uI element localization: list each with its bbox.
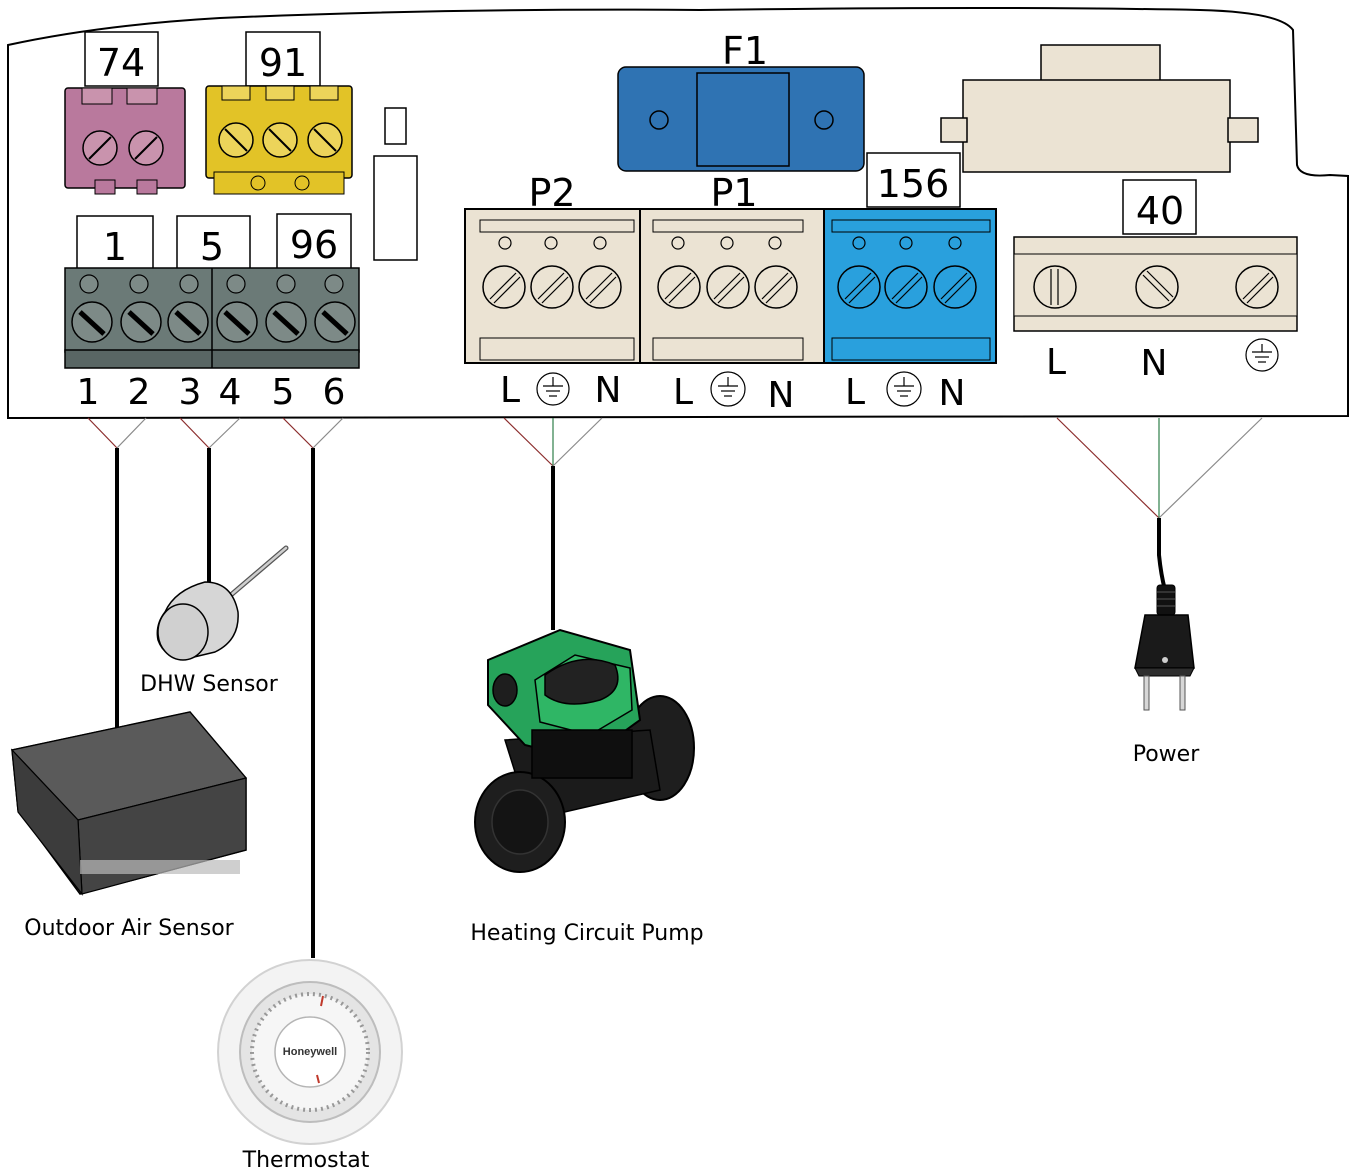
- screw-icon: [754, 265, 798, 309]
- c156-terminal-l: L: [845, 372, 865, 413]
- power-plug-icon: [1134, 584, 1195, 711]
- connector-74-label-box: [84, 31, 159, 87]
- fuse-f1-label: F1: [722, 29, 768, 73]
- ground-icon: [710, 371, 746, 407]
- heating-circuit-pump-icon: [474, 628, 695, 873]
- board-component: [384, 107, 407, 145]
- thermostat-icon: Honeywell: [217, 959, 403, 1145]
- connector-40-label: 40: [1136, 189, 1184, 233]
- transformer: [940, 44, 1259, 173]
- screw-icon: [482, 265, 526, 309]
- connector-p2-label: P2: [528, 171, 575, 215]
- connector-91: 91: [205, 31, 353, 195]
- connector-p1-label: P1: [710, 171, 757, 215]
- dhw-sensor-label: DHW Sensor: [140, 672, 279, 697]
- connector-5-label: 5: [200, 225, 224, 269]
- connector-p1: P1 L N: [639, 171, 825, 416]
- connector-p2: P2 L N: [464, 171, 641, 411]
- screw-icon: [706, 265, 750, 309]
- dhw-sensor-icon: [156, 545, 289, 661]
- connector-156: 156 L N: [823, 152, 997, 414]
- screw-icon: [657, 265, 701, 309]
- ground-icon: [1245, 338, 1279, 372]
- screw-icon: [530, 265, 574, 309]
- connector-1-label: 1: [103, 225, 127, 269]
- outdoor-air-sensor-label: Outdoor Air Sensor: [24, 916, 234, 941]
- terminal-5: 5: [272, 372, 295, 413]
- connector-74: 74: [64, 31, 186, 195]
- p1-terminal-n: N: [768, 375, 795, 416]
- terminal-3: 3: [179, 372, 202, 413]
- p2-terminal-n: N: [595, 370, 622, 411]
- terminal-1: 1: [77, 372, 100, 413]
- c156-terminal-n: N: [939, 373, 966, 414]
- connector-91-label-box: [245, 31, 321, 87]
- outdoor-air-sensor-icon: [10, 711, 248, 896]
- ground-icon: [536, 372, 570, 406]
- screw-icon: [1235, 265, 1279, 309]
- connector-74-label: 74: [97, 41, 145, 85]
- fuse-f1: F1: [617, 29, 865, 172]
- connector-40: 40 L N: [1013, 179, 1298, 384]
- heating-circuit-pump-label: Heating Circuit Pump: [470, 921, 703, 946]
- terminal-4: 4: [219, 372, 242, 413]
- connector-low-voltage: 1 5 96 1 2 3 4 5 6: [64, 213, 360, 413]
- ground-icon: [886, 371, 922, 407]
- connector-91-label: 91: [259, 41, 307, 85]
- connector-96-label: 96: [290, 223, 338, 267]
- screw-icon: [578, 265, 622, 309]
- screw-icon: [837, 265, 881, 309]
- terminal-2: 2: [128, 372, 151, 413]
- power-terminal-n: N: [1141, 343, 1168, 384]
- terminal-6: 6: [323, 372, 346, 413]
- screw-icon: [1135, 265, 1179, 309]
- power-terminal-l: L: [1046, 342, 1066, 383]
- thermostat-brand: Honeywell: [283, 1046, 337, 1058]
- screw-icon: [1033, 265, 1077, 309]
- p2-terminal-l: L: [500, 370, 520, 411]
- screw-icon: [933, 265, 977, 309]
- power-label: Power: [1133, 742, 1200, 767]
- screw-icon: [884, 265, 928, 309]
- connector-156-label: 156: [877, 162, 950, 206]
- thermostat-label: Thermostat: [242, 1148, 370, 1173]
- board-component: [373, 155, 418, 261]
- p1-terminal-l: L: [673, 372, 693, 413]
